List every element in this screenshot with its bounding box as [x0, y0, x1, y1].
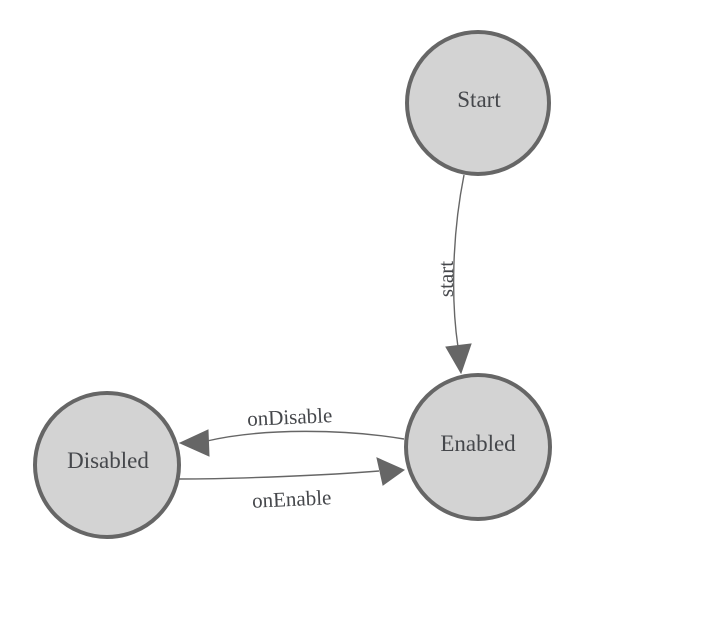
state-label-enabled: Enabled	[440, 431, 516, 456]
state-node-start: Start	[405, 30, 551, 176]
state-node-enabled: Enabled	[404, 373, 552, 521]
state-circle-enabled	[404, 373, 552, 521]
state-node-disabled: Disabled	[33, 391, 181, 539]
edge-enabled-to-disabled: onDisable	[178, 403, 405, 457]
edge-disabled-to-enabled: onEnable	[178, 457, 406, 513]
arrowhead-down-icon	[445, 343, 472, 375]
edge-label-start: start	[434, 261, 458, 297]
edge-label-onenable: onEnable	[252, 485, 332, 512]
edge-line-ondisable	[206, 430, 405, 442]
edge-line-onenable	[178, 470, 380, 480]
edge-label-ondisable: onDisable	[247, 403, 333, 431]
arrowhead-left-icon	[178, 429, 210, 457]
edge-start-to-enabled: start	[434, 174, 472, 375]
state-circle-disabled	[33, 391, 181, 539]
state-circle-start	[405, 30, 551, 176]
state-label-disabled: Disabled	[67, 448, 149, 473]
state-label-start: Start	[457, 87, 501, 112]
arrowhead-right-icon	[376, 457, 406, 486]
edge-line-start	[452, 174, 465, 348]
